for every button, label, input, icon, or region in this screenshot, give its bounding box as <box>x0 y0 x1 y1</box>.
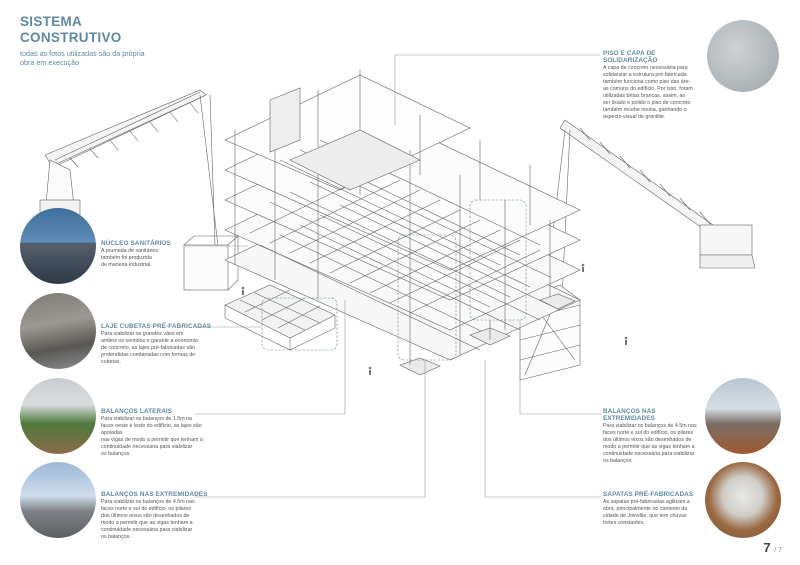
callout-balancos-extremidades-right-label: BALANÇOS NAS EXTREMIDADES <box>603 408 656 422</box>
photo-end-cantilever-right <box>705 378 781 454</box>
callout-nucleo-label: NÚCLEO SANITÁRIOS <box>101 240 171 247</box>
title-line-2: CONSTRUTIVO <box>20 30 122 45</box>
text-line: os balanços. <box>603 458 633 464</box>
title-line-1: SISTEMA <box>20 14 83 29</box>
callout-nucleo: NÚCLEO SANITÁRIOS A prumada de sanitário… <box>101 240 191 269</box>
callout-balancos-extremidades-left: BALANÇOS NAS EXTREMIDADES Para viabiliza… <box>101 491 216 541</box>
callout-laje-label: LAJE CUBETAS PRÉ-FABRICADAS <box>101 323 212 330</box>
photo-precast-footing <box>705 462 781 538</box>
callout-sapatas-label: SAPATAS PRÉ-FABRICADAS <box>603 491 694 498</box>
text-line: As sapatas pré-fabricadas agilizam a <box>603 499 690 505</box>
photo-lateral-cantilever <box>20 378 96 454</box>
callout-balancos-laterais-text: Para viabilizar os balanços de 1.5m na f… <box>101 416 221 458</box>
text-line: dos últimos eixos são desenhados de <box>603 437 692 443</box>
text-line: de concreto, as lajes pré-fabricadas são <box>101 345 195 351</box>
text-line: utilizadas britas brancas, assim, ao <box>603 93 686 99</box>
detail-highlights <box>261 199 527 361</box>
text-line: obra, principalmente no contexto da <box>603 506 688 512</box>
callout-balancos-laterais: BALANÇOS LATERAIS Para viabilizar os bal… <box>101 408 221 458</box>
text-line: fortes constantes. <box>603 520 645 526</box>
callout-balancos-extremidades-right-text: Para viabilizar os balanços de 4.5m nas … <box>603 423 703 465</box>
text-line: Para viabilizar os grandes vãos em <box>101 331 184 337</box>
callout-laje: LAJE CUBETAS PRÉ-FABRICADAS Para viabili… <box>101 323 216 366</box>
leader-lines <box>185 54 602 498</box>
page-current: 7 <box>763 540 771 555</box>
text-line: ambos os sentidos e garantir a economia <box>101 338 198 344</box>
text-line: cubetas. <box>101 359 122 365</box>
text-line: continuidade necessária para viabilizar <box>101 527 193 533</box>
callout-balancos-extremidades-left-label: BALANÇOS NAS EXTREMIDADES <box>101 491 208 498</box>
text-line: ser lixado e polido o piso de concreto <box>603 100 691 106</box>
page-total: / 7 <box>774 547 782 554</box>
text-line: continuidade necessária para viabilizar <box>603 451 695 457</box>
text-line: Para viabilizar os balanços de 1.5m na <box>101 416 192 422</box>
text-line: protendidas combinadas com formas de <box>101 352 196 358</box>
text-line: solidarizar a estrutura pré-fabricada <box>603 72 687 78</box>
text-line: A prumada de sanitários <box>101 248 159 254</box>
text-line: de maneira industrial. <box>101 262 152 268</box>
callout-nucleo-text: A prumada de sanitários também foi produ… <box>101 248 191 269</box>
callout-piso-label: PISO E CAPA DE SOLIDARIZAÇÃO <box>603 50 658 64</box>
text-line: cidade de Joinville, que tem chuvas <box>603 513 687 519</box>
page-title: SISTEMA CONSTRUTIVO <box>20 14 122 46</box>
text-line: os balanços. <box>101 451 131 457</box>
callout-balancos-laterais-label: BALANÇOS LATERAIS <box>101 408 173 415</box>
text-line: Para viabilizar os balanços de 4.5m nas <box>603 423 697 429</box>
text-line: A capa de concreto necessária para <box>603 65 688 71</box>
text-line: Para viabilizar os balanços de 4.5m nas <box>101 499 195 505</box>
building-structure <box>224 69 581 376</box>
page-number: 7 / 7 <box>763 540 782 555</box>
callout-balancos-extremidades-right: BALANÇOS NAS EXTREMIDADES Para viabiliza… <box>603 408 703 465</box>
text-line: faces oeste e leste do edifício, as laje… <box>101 423 202 436</box>
people-figures <box>241 263 628 375</box>
text-line: as comuns do edifício. Por isso, foram <box>603 86 693 92</box>
text-line: modo a permitir que as vigas tenham a <box>603 444 695 450</box>
page-subtitle: todas as fotos utilizadas são da própria… <box>20 49 145 67</box>
photo-coffered-slab <box>20 293 96 369</box>
photo-sanitary-core <box>20 208 96 284</box>
text-line: os balanços. <box>101 534 131 540</box>
callout-piso: PISO E CAPA DE SOLIDARIZAÇÃO A capa de c… <box>603 50 703 121</box>
photo-end-cantilever-left <box>20 462 96 538</box>
callout-balancos-extremidades-left-text: Para viabilizar os balanços de 4.5m nas … <box>101 499 216 541</box>
text-line: aspecto visual de granilite. <box>603 114 666 120</box>
callout-laje-text: Para viabilizar os grandes vãos em ambos… <box>101 331 216 366</box>
photo-floor-finish <box>707 20 779 92</box>
text-line: também foi produzida <box>101 255 152 261</box>
text-line: faces norte e sul do edifício, os pilare… <box>101 506 192 512</box>
text-line: modo a permitir que as vigas tenham a <box>101 520 193 526</box>
callout-sapatas-text: As sapatas pré-fabricadas agilizam a obr… <box>603 499 703 527</box>
precast-slab-detail <box>224 284 336 351</box>
text-line: continuidade necessária para viabilizar <box>101 444 193 450</box>
callout-piso-text: A capa de concreto necessária para solid… <box>603 65 703 121</box>
text-line: faces norte e sul do edifício, os pilare… <box>603 430 694 436</box>
callout-sapatas: SAPATAS PRÉ-FABRICADAS As sapatas pré-fa… <box>603 491 703 527</box>
text-line: também recebe resina, ganhando o <box>603 107 687 113</box>
text-line: também funciona como piso das áre- <box>603 79 691 85</box>
text-line: nas vigas de modo a permitir que tenham … <box>101 437 203 443</box>
text-line: dos últimos eixos são desenhados de <box>101 513 190 519</box>
